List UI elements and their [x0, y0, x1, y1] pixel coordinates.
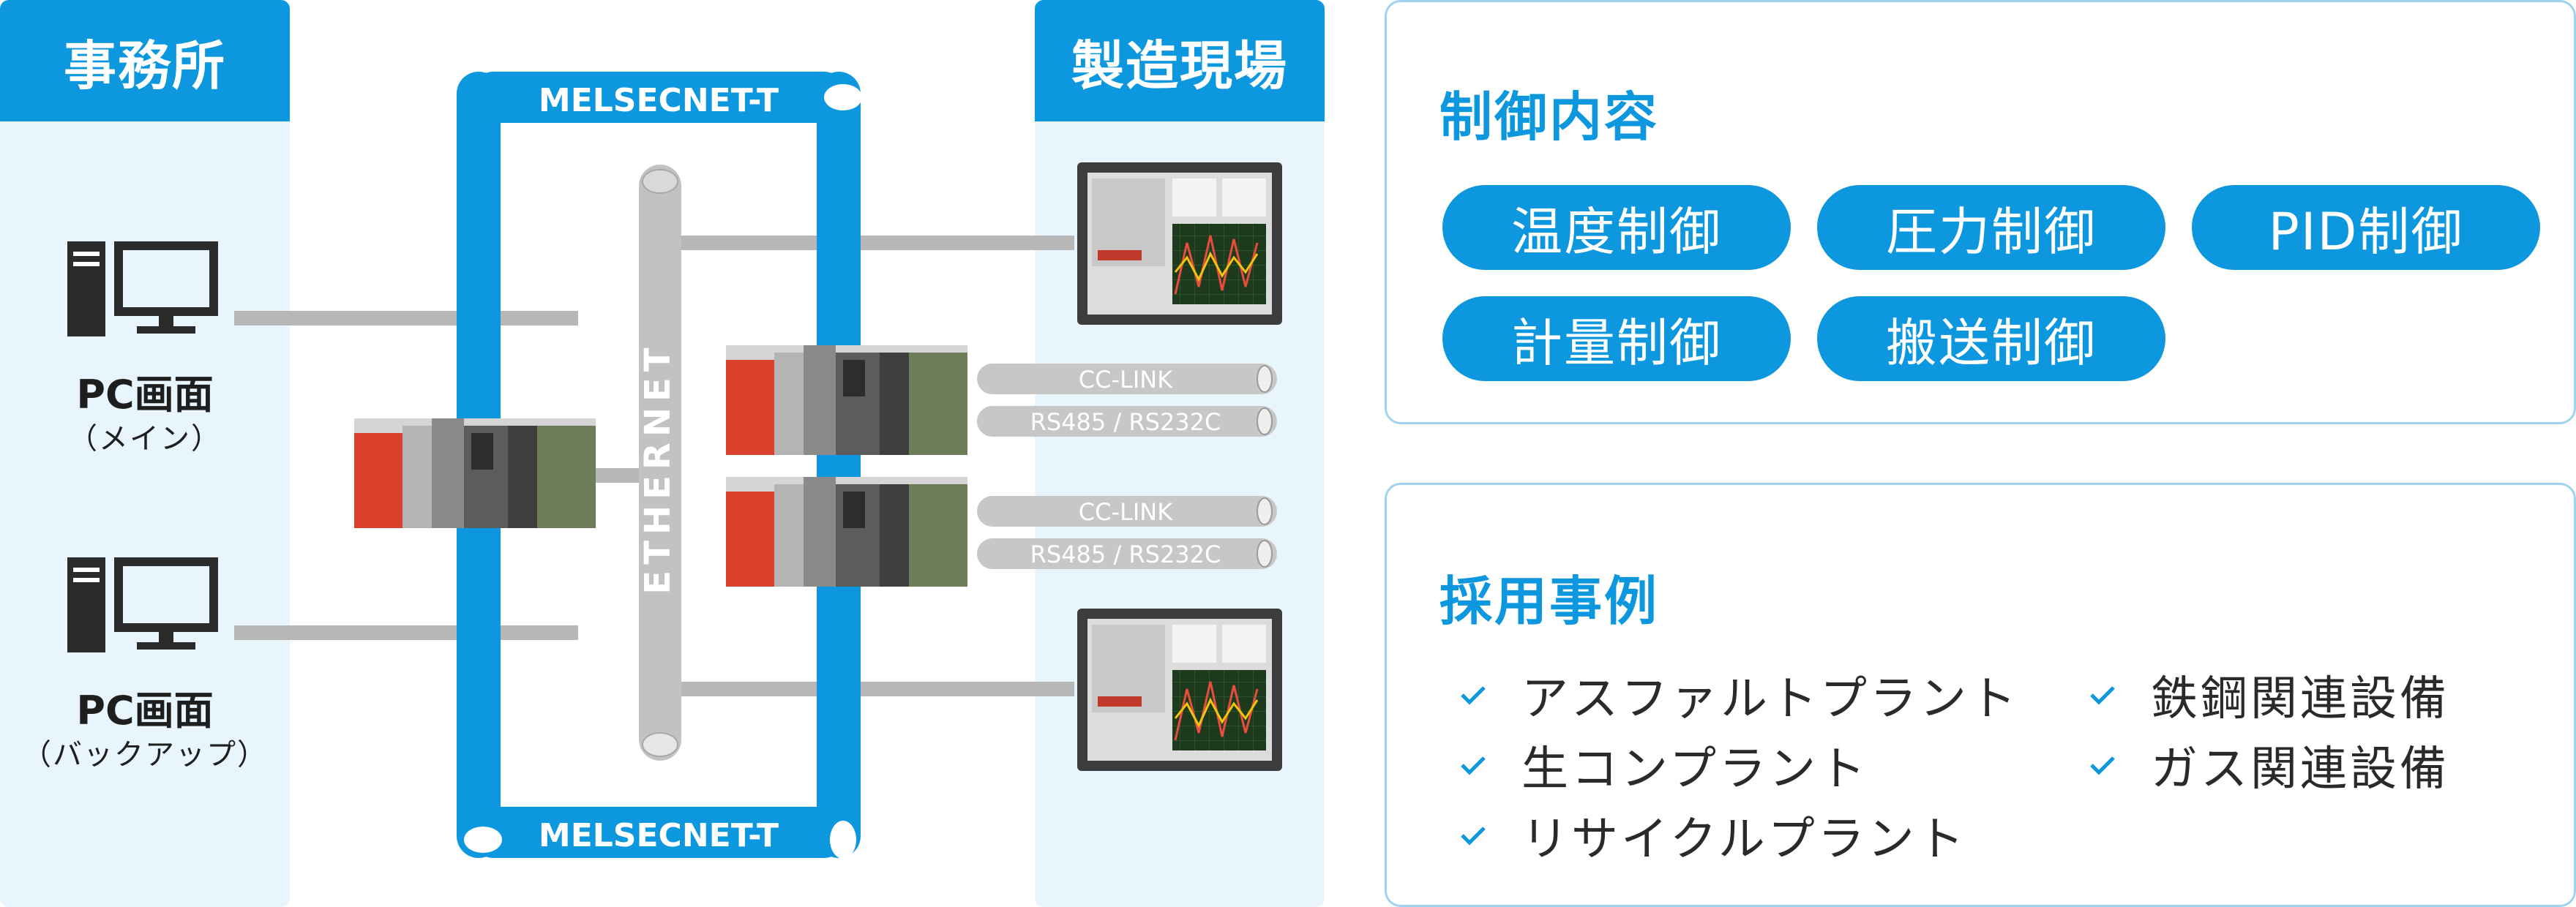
plc-unit — [354, 418, 596, 528]
check-icon — [2090, 686, 2115, 705]
bus-label: CC-LINK — [1079, 498, 1173, 526]
check-icon — [1461, 827, 1486, 846]
cable-hmi1 — [679, 236, 1074, 250]
pc-backup-label: PC画面 — [76, 688, 214, 734]
control-item: 搬送制御 — [1817, 296, 2165, 381]
cable-plc-left — [585, 468, 644, 483]
office-zone-title: 事務所 — [0, 0, 290, 121]
pc-main-label: PC画面 — [76, 372, 214, 418]
case-item: リサイクルプラント — [1460, 802, 2019, 868]
control-item: 計量制御 — [1442, 296, 1791, 381]
bus-label: RS485 / RS232C — [1030, 408, 1221, 436]
case-label: アスファルトプラント — [1521, 672, 2019, 726]
cases-panel: 採用事例 アスファルトプラント 生コンプラント リサイクルプラント 鉄鋼関連設備… — [1385, 483, 2576, 907]
melsecnet-top-label: MELSECNET-T — [539, 82, 779, 119]
control-title: 制御内容 — [1439, 86, 1660, 148]
case-label: ガス関連設備 — [2151, 742, 2449, 797]
case-item: 鉄鋼関連設備 — [2089, 662, 2449, 728]
control-item: 温度制御 — [1442, 185, 1791, 270]
case-label: 鉄鋼関連設備 — [2151, 672, 2449, 726]
case-label: リサイクルプラント — [1521, 813, 1967, 867]
control-item: PID制御 — [2192, 185, 2540, 270]
case-item: 生コンプラント — [1460, 732, 2019, 798]
plc-unit — [726, 477, 967, 587]
bus-label: CC-LINK — [1079, 366, 1173, 394]
case-label: 生コンプラント — [1521, 742, 1869, 797]
check-icon — [1461, 686, 1486, 705]
case-item: アスファルトプラント — [1460, 662, 2019, 728]
cable-hmi2 — [679, 682, 1074, 696]
ethernet-label: ETHERNET — [637, 342, 678, 594]
cases-title: 採用事例 — [1439, 571, 1660, 632]
factory-zone-title: 製造現場 — [1035, 0, 1325, 121]
control-panel: 制御内容 温度制御 圧力制御 PID制御 計量制御 搬送制御 — [1385, 0, 2576, 424]
hmi-panel — [1077, 609, 1282, 771]
melsecnet-bottom-label: MELSECNET-T — [539, 817, 779, 854]
pc-icon — [67, 557, 218, 652]
bus-label: RS485 / RS232C — [1030, 541, 1221, 568]
gray-cables — [234, 236, 1074, 696]
control-item: 圧力制御 — [1817, 185, 2165, 270]
hmi-panel — [1077, 162, 1282, 325]
network-diagram: MELSECNET-T MELSECNET-T ETHERNET CC-LINK… — [67, 72, 1282, 859]
ethernet-pipe — [639, 165, 681, 761]
check-icon — [1461, 756, 1486, 775]
case-item: ガス関連設備 — [2089, 732, 2449, 798]
cable-pc1 — [234, 311, 578, 325]
field-bus-pipes — [977, 364, 1277, 569]
check-icon — [2090, 756, 2115, 775]
plc-unit — [726, 345, 967, 455]
pc-icon — [67, 241, 218, 336]
cable-pc2 — [234, 625, 578, 640]
office-zone — [0, 0, 290, 907]
pc-main-sub: （メイン） — [68, 422, 222, 456]
pc-backup-sub: （バックアップ） — [22, 738, 268, 772]
